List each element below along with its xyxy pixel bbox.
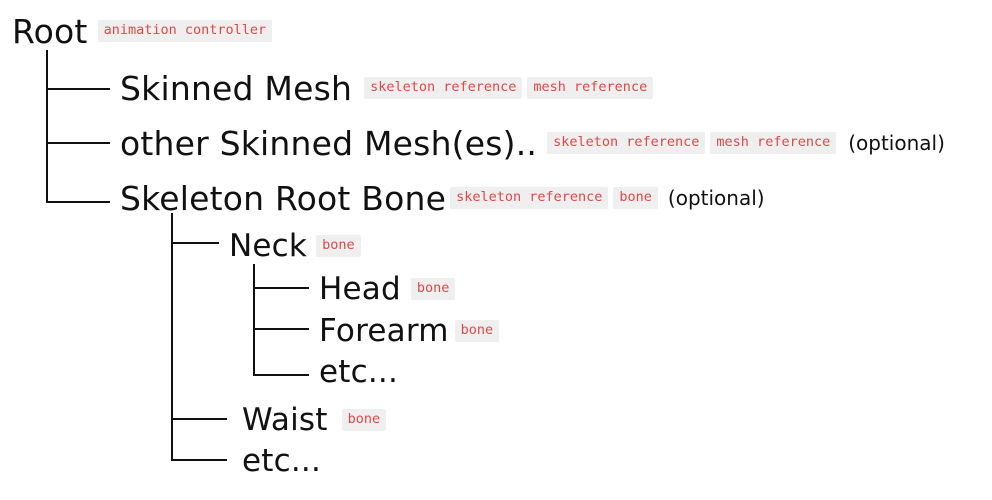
node-neck: Neck bone xyxy=(229,226,361,266)
node-forearm-label: Forearm xyxy=(319,312,449,349)
node-waist-label: Waist xyxy=(242,401,328,438)
node-root-label: Root xyxy=(12,11,88,51)
tag-bone: bone xyxy=(341,409,387,431)
branch-neck-etc-line xyxy=(253,374,309,376)
node-skinned-mesh: Skinned Mesh skeleton reference mesh ref… xyxy=(120,68,654,108)
optional-note: (optional) xyxy=(848,131,945,155)
tag-skeleton-reference: skeleton reference xyxy=(450,187,609,209)
node-forearm: Forearm bone xyxy=(319,311,500,351)
node-root: Root animation controller xyxy=(12,11,273,51)
branch-root-etc-line xyxy=(171,459,227,461)
branch-forearm-line xyxy=(253,328,309,330)
node-head-label: Head xyxy=(319,270,401,307)
node-neck-etc-label: etc... xyxy=(319,353,399,390)
node-neck-etc: etc... xyxy=(319,352,398,392)
branch-neck-line xyxy=(171,242,219,244)
branch-skeleton-root-line xyxy=(46,201,110,203)
node-skeleton-root-bone: Skeleton Root Bone skeleton reference bo… xyxy=(120,178,765,218)
root-trunk-line xyxy=(46,50,48,203)
optional-note: (optional) xyxy=(667,186,765,210)
tag-mesh-reference: mesh reference xyxy=(710,132,837,154)
node-other-meshes: other Skinned Mesh(es).. skeleton refere… xyxy=(120,123,945,163)
branch-head-line xyxy=(253,287,309,289)
branch-other-meshes-line xyxy=(46,142,110,144)
tag-skeleton-reference: skeleton reference xyxy=(364,77,523,99)
tag-bone: bone xyxy=(454,320,500,342)
node-waist: Waist bone xyxy=(242,400,387,440)
node-other-meshes-label: other Skinned Mesh(es).. xyxy=(120,123,538,163)
tag-animation-controller: animation controller xyxy=(97,20,273,42)
node-root-etc-label: etc... xyxy=(242,442,322,479)
tag-bone: bone xyxy=(613,187,658,209)
tag-bone: bone xyxy=(410,278,456,300)
tag-bone: bone xyxy=(316,235,361,257)
tag-mesh-reference: mesh reference xyxy=(527,77,654,99)
node-neck-label: Neck xyxy=(229,227,308,264)
branch-waist-line xyxy=(171,418,227,420)
neck-trunk-line xyxy=(253,264,255,376)
branch-skinned-mesh-line xyxy=(46,88,110,90)
node-root-etc: etc... xyxy=(242,441,321,481)
node-skeleton-root-bone-label: Skeleton Root Bone xyxy=(120,178,447,218)
tag-skeleton-reference: skeleton reference xyxy=(547,132,706,154)
skeleton-trunk-line xyxy=(171,213,173,461)
node-head: Head bone xyxy=(319,269,456,309)
node-skinned-mesh-label: Skinned Mesh xyxy=(120,68,353,108)
